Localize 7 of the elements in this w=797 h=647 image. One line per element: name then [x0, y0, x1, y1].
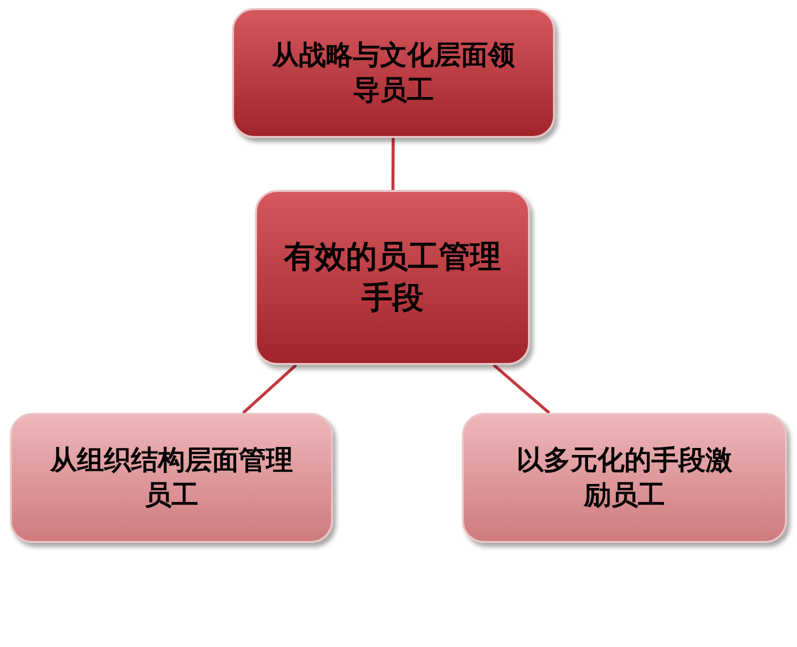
central-box: 有效的员工管理手段 — [255, 190, 530, 365]
connector-line — [492, 364, 550, 414]
process-box: 从组织结构层面管理员工 — [10, 413, 333, 543]
process-box: 以多元化的手段激励员工 — [462, 413, 787, 543]
connector-line — [242, 364, 298, 414]
connector-line — [391, 138, 395, 190]
process-box: 从战略与文化层面领导员工 — [232, 8, 555, 138]
